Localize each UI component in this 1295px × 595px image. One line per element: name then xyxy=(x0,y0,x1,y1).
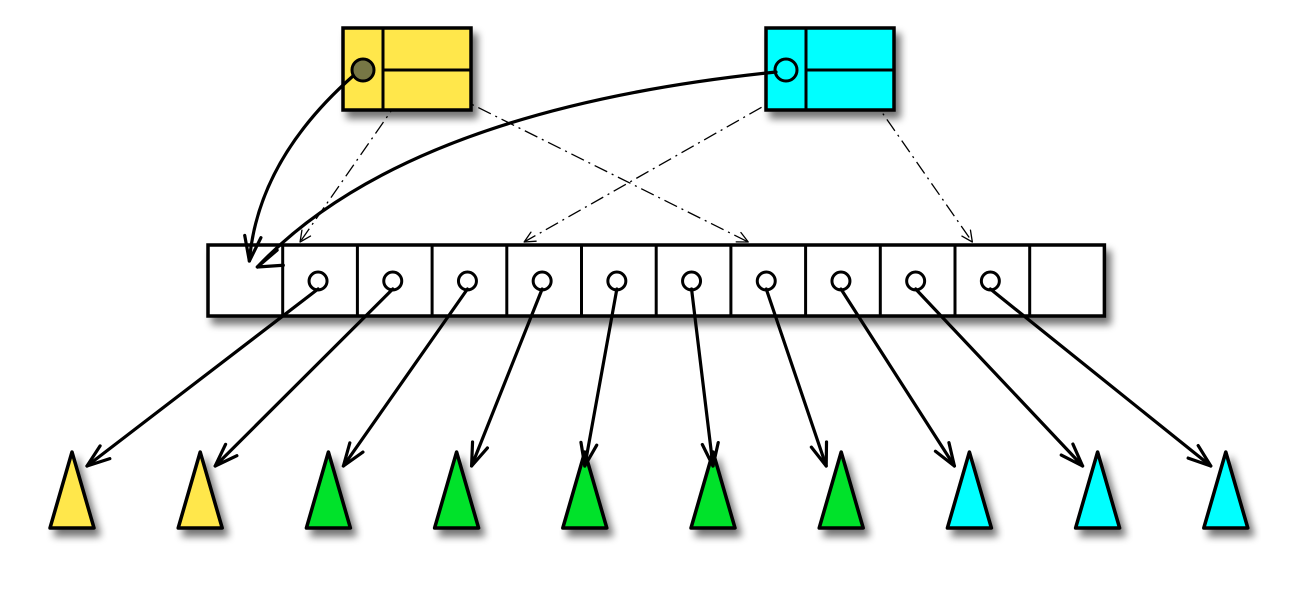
cell-to-leaf-arrowhead xyxy=(809,440,829,468)
solid-links xyxy=(243,70,778,269)
structure-yellow xyxy=(341,26,473,112)
array-cell-pointer xyxy=(606,270,628,292)
pointer-array xyxy=(206,243,1107,318)
solid-link xyxy=(255,70,778,269)
dashed-link-arrowhead xyxy=(523,231,537,243)
array-cell-pointer xyxy=(307,270,329,292)
leaf-yellow xyxy=(176,450,224,530)
cell-to-leaf-link xyxy=(583,287,619,468)
cell-to-leaf-arrowhead xyxy=(470,440,490,468)
array-cell-pointer xyxy=(830,270,852,292)
array-cell-pointer xyxy=(755,270,777,292)
cell-to-leaf-link xyxy=(689,287,715,468)
leaf-yellow xyxy=(48,450,96,530)
leaf-cyan xyxy=(945,450,994,530)
array-cell-pointer xyxy=(382,270,404,292)
leaf-nodes xyxy=(48,450,1250,530)
dashed-link-arrowhead xyxy=(735,231,749,243)
structure-cyan xyxy=(764,26,896,112)
dashed-link-arrowhead xyxy=(299,229,312,243)
leaf-green xyxy=(304,450,353,530)
array-cell-pointer xyxy=(456,270,478,292)
array-cell-pointer xyxy=(681,270,703,292)
cell-to-leaf-link xyxy=(764,287,828,468)
structure-pointer xyxy=(350,57,376,83)
cell-to-leaf-arrowhead xyxy=(933,441,956,468)
leaf-green xyxy=(432,450,481,530)
cell-to-leaf-link xyxy=(341,287,470,468)
array-cell-pointer xyxy=(531,270,553,292)
solid-link-arrowhead xyxy=(255,248,285,269)
dashed-link xyxy=(871,97,973,243)
cell-to-leaf-link xyxy=(914,287,1085,468)
solid-link-arrowhead xyxy=(243,233,263,263)
header-structures xyxy=(341,26,896,112)
structure-pointer xyxy=(773,57,799,83)
cell-to-leaf-arrowhead xyxy=(85,444,112,468)
cell-to-leaf-arrowhead xyxy=(341,441,365,468)
leaf-green xyxy=(689,450,737,530)
leaf-green xyxy=(817,450,865,530)
cell-to-leaf-link xyxy=(839,287,957,468)
cell-to-leaf-arrowhead xyxy=(213,442,239,468)
cell-to-leaf-link xyxy=(988,287,1213,468)
solid-link xyxy=(247,74,355,263)
array-cell-pointer xyxy=(905,270,927,292)
cell-to-leaf-arrowhead xyxy=(579,440,599,468)
dashed-link xyxy=(454,95,749,243)
cell-to-leaf-links xyxy=(85,287,1213,468)
cell-to-leaf-link xyxy=(85,287,320,468)
cell-to-leaf-arrowhead xyxy=(700,440,720,468)
cell-to-leaf-arrowhead xyxy=(1059,442,1085,468)
array-cell-pointer xyxy=(979,270,1001,292)
leaf-cyan xyxy=(1073,450,1122,530)
leaf-green xyxy=(561,450,609,530)
cell-to-leaf-link xyxy=(213,287,395,468)
cell-to-leaf-arrowhead xyxy=(1186,443,1213,468)
cell-to-leaf-link xyxy=(470,287,544,468)
leaf-cyan xyxy=(1202,450,1250,530)
dashed-link-arrowhead xyxy=(961,229,973,243)
